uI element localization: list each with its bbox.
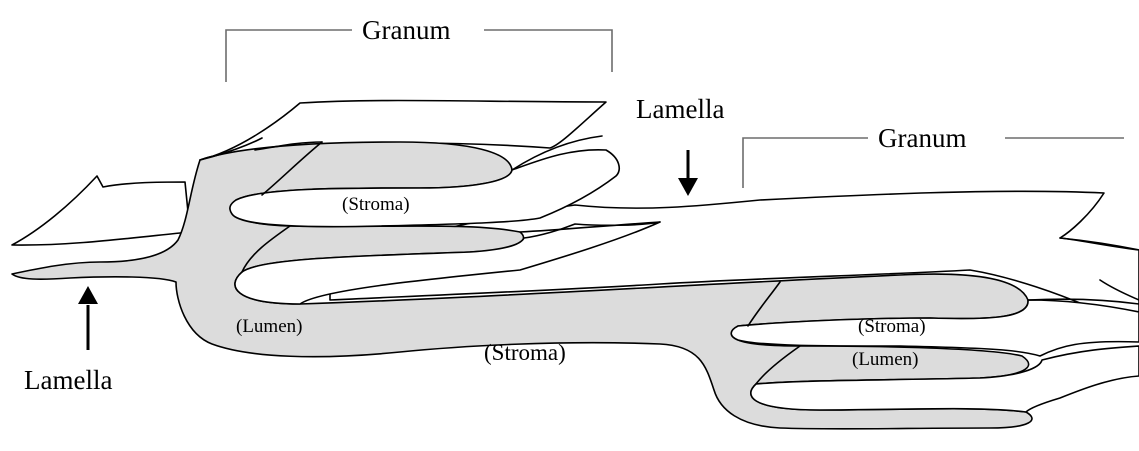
stroma-upper-label: (Stroma)	[342, 194, 410, 215]
granum-left-label: Granum	[362, 15, 450, 45]
lamella-bottom-label: Lamella	[24, 365, 112, 395]
stroma-right-label: (Stroma)	[858, 316, 926, 337]
lamella-top-arrow	[678, 150, 698, 196]
lamella-top-label: Lamella	[636, 94, 724, 124]
stroma-middle-label: (Stroma)	[484, 340, 566, 365]
lamella-bottom-arrow	[78, 286, 98, 350]
left-lamella-top-sheet	[12, 176, 190, 245]
lumen-left-label: (Lumen)	[236, 316, 302, 337]
lumen-right-label: (Lumen)	[852, 349, 918, 370]
granum-right-label: Granum	[878, 123, 966, 153]
